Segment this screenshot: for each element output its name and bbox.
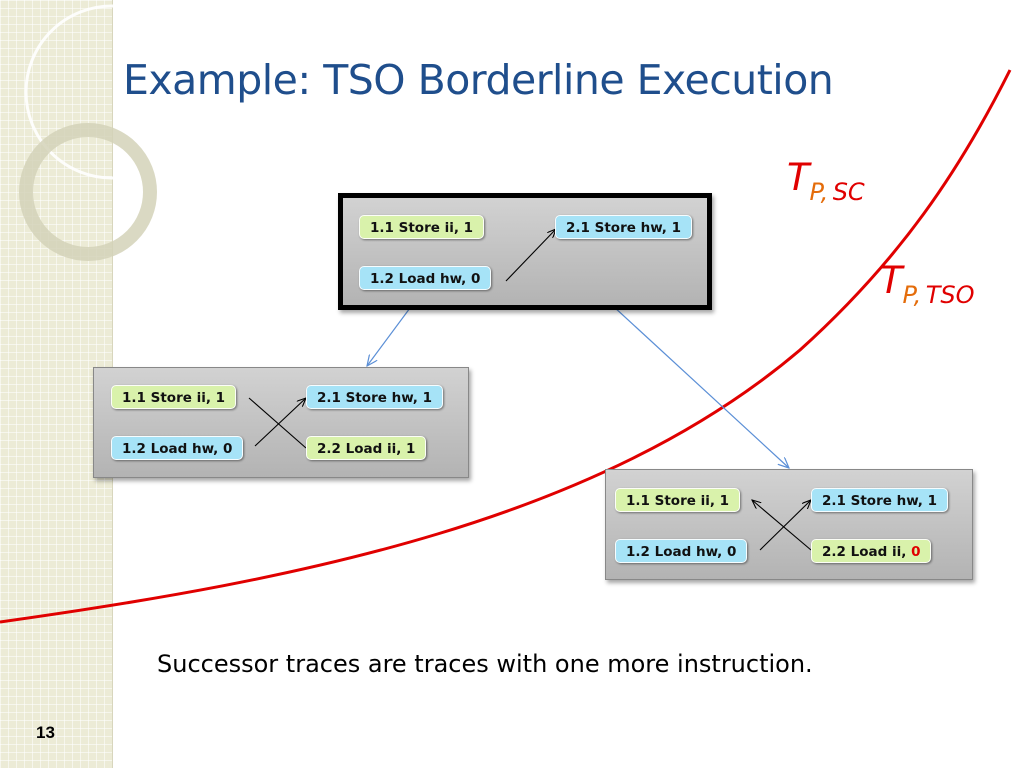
node-store-hw: 2.1 Store hw, 1 <box>306 385 444 409</box>
label-tso-sub-p: P, <box>902 281 922 309</box>
node-load-ii-prefix: 2.2 Load ii, <box>822 544 912 560</box>
successor-arrow-left <box>367 307 411 366</box>
deco-circle-ring <box>19 123 157 261</box>
trace-box-right: 1.1 Store ii, 1 1.2 Load hw, 0 2.1 Store… <box>605 469 973 580</box>
caption: Successor traces are traces with one mor… <box>157 650 813 678</box>
edge-load-to-store <box>759 500 811 551</box>
node-load-hw: 1.2 Load hw, 0 <box>359 266 492 290</box>
deco-circle-large <box>24 4 200 180</box>
label-tso-model: TSO <box>925 281 975 309</box>
node-load-ii-value: 0 <box>911 544 921 560</box>
node-store-ii: 1.1 Store ii, 1 <box>359 215 485 239</box>
label-sc-model: SC <box>832 178 865 206</box>
tso-curve <box>0 69 1012 624</box>
label-sc-letter: T <box>785 155 810 199</box>
label-t-p-sc: TP, SC <box>785 155 865 206</box>
node-store-ii: 1.1 Store ii, 1 <box>615 488 741 512</box>
node-load-ii: 2.2 Load ii, 1 <box>306 436 427 460</box>
label-tso-letter: T <box>878 258 903 302</box>
slide-title: Example: TSO Borderline Execution <box>123 56 834 104</box>
slide-number: 13 <box>36 723 55 742</box>
edge-load-to-store <box>254 398 306 447</box>
trace-top-edges <box>505 198 707 282</box>
successor-arrow-right <box>612 305 789 468</box>
label-sc-sub-p: P, <box>809 178 829 206</box>
trace-left-edges <box>248 368 468 449</box>
edge-load-to-store-ii <box>752 500 812 551</box>
trace-box-left: 1.1 Store ii, 1 1.2 Load hw, 0 2.1 Store… <box>93 367 469 478</box>
edge-load-to-store <box>505 229 556 282</box>
edge-store-to-load <box>248 397 307 449</box>
trace-box-top: 1.1 Store ii, 1 1.2 Load hw, 0 2.1 Store… <box>338 193 712 310</box>
node-store-hw: 2.1 Store hw, 1 <box>555 215 693 239</box>
decorative-circles <box>19 4 200 261</box>
node-store-hw: 2.1 Store hw, 1 <box>811 488 949 512</box>
node-load-ii: 2.2 Load ii, 0 <box>811 539 932 563</box>
label-t-p-tso: TP, TSO <box>878 258 974 309</box>
node-store-ii: 1.1 Store ii, 1 <box>111 385 237 409</box>
node-load-hw: 1.2 Load hw, 0 <box>615 539 748 563</box>
node-load-hw: 1.2 Load hw, 0 <box>111 436 244 460</box>
trace-right-edges <box>606 470 972 551</box>
